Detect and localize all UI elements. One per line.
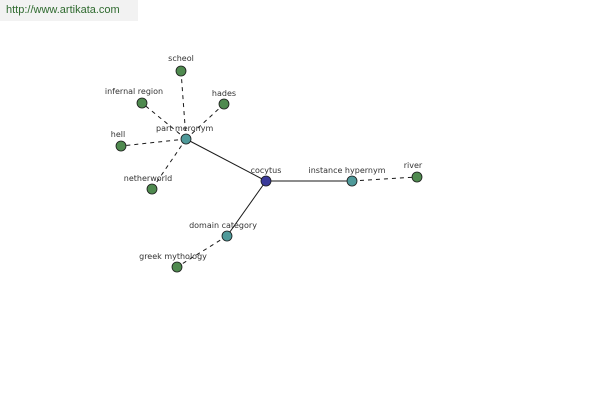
node-label-scheol: scheol — [168, 54, 194, 63]
node-circle-infernal-region[interactable] — [136, 97, 148, 109]
node-instance-hypernym[interactable]: instance hypernym — [309, 166, 386, 187]
node-circle-instance-hypernym[interactable] — [346, 175, 358, 187]
edge-cocytus-to-domain-category — [226, 180, 267, 237]
node-circle-hell[interactable] — [115, 140, 127, 152]
edge-part-meronym-to-scheol — [180, 70, 187, 140]
node-label-part-meronym: part meronym — [156, 124, 213, 133]
node-circle-hades[interactable] — [218, 98, 230, 110]
url-banner[interactable]: http://www.artikata.com — [0, 0, 138, 21]
node-river[interactable]: river — [404, 161, 423, 183]
node-cocytus[interactable]: cocytus — [251, 166, 282, 187]
edge-part-meronym-to-hades — [185, 103, 225, 140]
edge-part-meronym-to-infernal-region — [141, 102, 187, 140]
node-hades[interactable]: hades — [212, 89, 236, 110]
nodes-layer: cocytus part meronym instance hypernym doma… — [105, 54, 423, 273]
node-netherworld[interactable]: netherworld — [124, 174, 172, 195]
node-label-hades: hades — [212, 89, 236, 98]
node-label-infernal-region: infernal region — [105, 87, 163, 96]
node-infernal-region[interactable]: infernal region — [105, 87, 163, 109]
node-label-domain-category: domain category — [189, 221, 257, 230]
node-label-greek-mythology: greek mythology — [139, 252, 207, 261]
node-greek-mythology[interactable]: greek mythology — [139, 252, 207, 273]
node-scheol[interactable]: scheol — [168, 54, 194, 77]
node-circle-netherworld[interactable] — [146, 183, 158, 195]
node-part-meronym[interactable]: part meronym — [156, 124, 213, 145]
edge-part-meronym-to-netherworld — [151, 138, 187, 190]
node-label-cocytus: cocytus — [251, 166, 282, 175]
node-circle-domain-category[interactable] — [221, 230, 233, 242]
node-label-river: river — [404, 161, 423, 170]
node-circle-scheol[interactable] — [175, 65, 187, 77]
edge-instance-hypernym-to-river — [351, 176, 418, 182]
node-circle-river[interactable] — [411, 171, 423, 183]
node-circle-part-meronym[interactable] — [180, 133, 192, 145]
node-circle-cocytus[interactable] — [260, 175, 272, 187]
node-label-hell: hell — [111, 130, 125, 139]
node-label-instance-hypernym: instance hypernym — [309, 166, 386, 175]
edges-layer — [120, 70, 418, 268]
node-circle-greek-mythology[interactable] — [171, 261, 183, 273]
node-label-netherworld: netherworld — [124, 174, 172, 183]
node-hell[interactable]: hell — [111, 130, 127, 152]
edge-cocytus-to-part-meronym — [185, 138, 267, 182]
node-domain-category[interactable]: domain category — [189, 221, 257, 242]
edge-domain-category-to-greek-mythology — [176, 235, 228, 268]
edge-part-meronym-to-hell — [120, 138, 187, 147]
